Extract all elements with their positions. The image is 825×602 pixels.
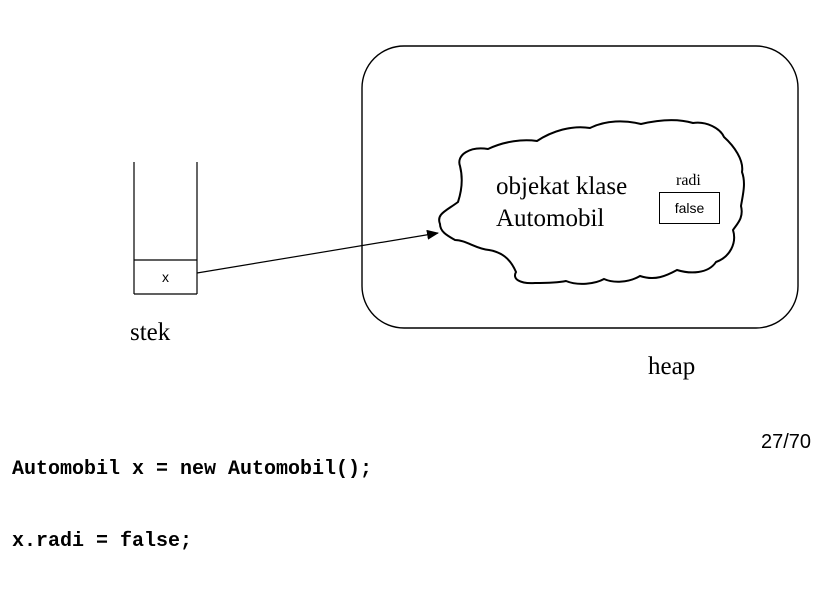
reference-arrow — [196, 229, 439, 274]
code-line-2: x.radi = false; — [12, 530, 193, 553]
field-value: false — [674, 200, 705, 216]
heap-label: heap — [648, 353, 696, 380]
stack-variable-name: x — [162, 269, 169, 285]
code-line-1: Automobil x = new Automobil(); — [12, 458, 373, 481]
page-number: 27/70 — [761, 431, 812, 453]
object-cloud — [438, 119, 745, 285]
object-title-line1: objekat klase — [496, 173, 628, 200]
code-snippet: Automobil x = new Automobil(); x.radi = … — [12, 410, 372, 602]
stack-variable-cell: x — [134, 260, 197, 294]
memory-diagram — [133, 45, 799, 329]
stack-label: stek — [130, 319, 171, 346]
object-title-line2: Automobil — [496, 205, 605, 232]
slide: objekat klase Automobil radi false x ste… — [12, 45, 812, 553]
field-name-label: radi — [676, 172, 701, 189]
object-title: objekat klase Automobil — [496, 171, 627, 235]
field-value-box: false — [659, 192, 720, 224]
